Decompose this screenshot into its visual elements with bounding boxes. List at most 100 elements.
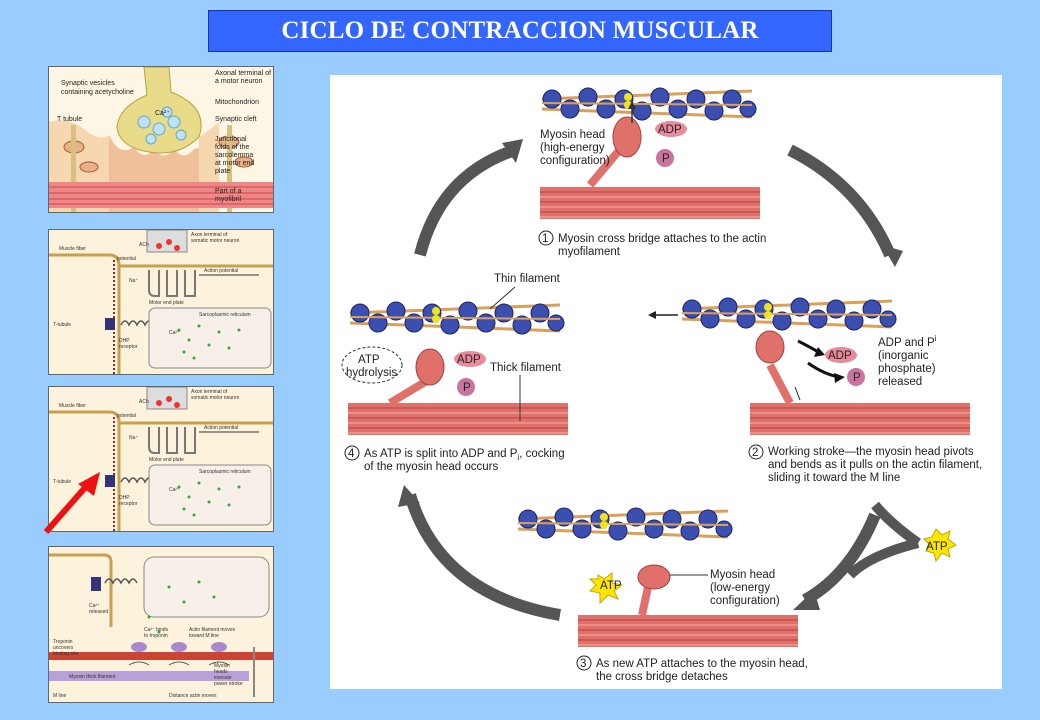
- label-myosin-heads-4: power stroke: [214, 681, 243, 687]
- label-distance: Distance actin moves: [169, 693, 217, 699]
- pi-label-step4: P: [463, 382, 471, 394]
- step3-text-1: As new ATP attaches to the myosin head,: [596, 658, 808, 670]
- label-junctional-2: folds of the: [215, 144, 249, 151]
- label-ca: Ca²⁺: [169, 487, 180, 493]
- page-title: CICLO DE CONTRACCION MUSCULAR: [281, 17, 759, 44]
- atp-label-step3: ATP: [600, 580, 622, 592]
- atp-hydrolysis-1: ATP: [358, 354, 380, 366]
- atp-hydrolysis-2: hydrolysis: [346, 367, 397, 379]
- label-m-line: M line: [53, 693, 67, 699]
- pi-label-step2: P: [853, 372, 861, 384]
- myosin-head-high-2: (high-energy: [540, 142, 605, 154]
- label-t-tubule: T tubule: [57, 116, 82, 123]
- adp-label-step4: ADP: [457, 354, 481, 366]
- adp-label-step2: ADP: [828, 350, 852, 362]
- label-troponin: Troponin: [53, 639, 73, 645]
- step2-text-3: sliding it toward the M line: [768, 472, 900, 484]
- step2-text-1: Working stroke—the myosin head pivots: [768, 446, 974, 458]
- label-axon-terminal-2: somatic motor neuron: [191, 395, 240, 401]
- label-t-tubule: T-tubule: [53, 322, 71, 328]
- label-synaptic-cleft: Synaptic cleft: [215, 116, 257, 123]
- label-action-potential: Action potential: [204, 425, 238, 431]
- step4-text-2: of the myosin head occurs: [364, 461, 498, 473]
- adp-pi-released-1: ADP and Pi: [878, 334, 937, 349]
- pi-label-step1: P: [662, 153, 670, 165]
- label-muscle-fiber: Muscle fiber: [59, 403, 86, 409]
- red-pointer-arrow-icon: [43, 472, 100, 534]
- step1-number: 1: [542, 233, 548, 245]
- label-action-potential: Action potential: [204, 268, 238, 274]
- label-synaptic-vesicles: Synaptic vesicles: [61, 80, 115, 87]
- label-t-tubule: T-tubule: [53, 479, 71, 485]
- adp-pi-released-4: released: [878, 376, 922, 388]
- label-na: Na⁺: [129, 435, 138, 441]
- label-na: Na⁺: [129, 278, 138, 284]
- label-troponin-3: binding site: [53, 651, 79, 657]
- label-myosin-heads: Myosin: [214, 663, 230, 669]
- label-ca: Ca²⁺: [169, 330, 180, 336]
- label-ca-released-2: released: [89, 609, 108, 615]
- label-junctional-5: plate: [215, 168, 230, 175]
- label-ca-binds-2: to troponin: [144, 633, 168, 639]
- step3-text-2: the cross bridge detaches: [596, 671, 728, 683]
- label-axonal-terminal-2: a motor neuron: [215, 78, 263, 85]
- adp-pi-released-2: (inorganic: [878, 350, 929, 362]
- thumbnail-excitation[interactable]: Muscle fiber Axon terminal of somatic mo…: [48, 229, 274, 375]
- step1-text-2: myofilament: [558, 246, 621, 258]
- step2-number: 2: [752, 447, 758, 459]
- label-ca: Ca²⁺: [155, 110, 170, 117]
- label-potential: potential: [117, 256, 136, 262]
- atp-label-incoming: ATP: [926, 541, 948, 553]
- myosin-head-high-1: Myosin head: [540, 129, 605, 141]
- adp-label-step1: ADP: [658, 124, 682, 136]
- cycle-arrows: [404, 144, 896, 621]
- label-troponin-2: uncovers: [53, 645, 74, 651]
- label-axon-terminal: Axon terminal of: [191, 389, 228, 395]
- step1-text-1: Myosin cross bridge attaches to the acti…: [558, 233, 766, 245]
- thumbnail-sliding-filament[interactable]: Ca²⁺ released Ca²⁺ binds to troponin Act…: [48, 546, 274, 703]
- label-mitochondrion: Mitochondrion: [215, 99, 259, 106]
- step4-text-1: As ATP is split into ADP and Pi, cocking: [364, 448, 565, 462]
- label-dhp-2: receptor: [119, 501, 138, 507]
- label-dhp-2: receptor: [119, 344, 138, 350]
- label-myofibril-2: myofibril: [215, 196, 242, 203]
- myosin-head-low-1: Myosin head: [710, 569, 775, 581]
- step3-number: 3: [580, 658, 586, 670]
- label-ach: ACh: [139, 399, 149, 405]
- thick-filament-label: Thick filament: [490, 362, 562, 374]
- label-myofibril-1: Part of a: [215, 188, 242, 195]
- thumbnail-excitation-dhp[interactable]: Muscle fiber Axon terminal of somatic mo…: [48, 386, 274, 532]
- label-axonal-terminal: Axonal terminal of: [215, 70, 271, 77]
- myosin-head-high-3: configuration): [540, 155, 610, 167]
- label-myosin-heads-2: heads: [214, 669, 228, 675]
- step4-number: 4: [348, 448, 355, 460]
- label-actin-moves-2: toward M line: [189, 633, 219, 639]
- title-banner: CICLO DE CONTRACCION MUSCULAR: [208, 10, 832, 52]
- label-sarcoplasmic-reticulum: Sarcoplasmic reticulum: [199, 312, 251, 318]
- label-axon-terminal: Axon terminal of: [191, 232, 228, 238]
- label-ca-binds: Ca²⁺ binds: [144, 627, 169, 633]
- label-axon-terminal-2: somatic motor neuron: [191, 238, 240, 244]
- label-motor-end-plate: Motor end plate: [149, 457, 184, 463]
- adp-pi-released-3: phosphate): [878, 363, 936, 375]
- label-dhp: DHP: [119, 495, 130, 501]
- label-synaptic-vesicles-2: containing acetycholine: [61, 89, 134, 96]
- myosin-head-low-3: configuration): [710, 595, 780, 607]
- myosin-head-low-2: (low-energy: [710, 582, 770, 594]
- label-myosin-heads-3: execute: [214, 675, 232, 681]
- label-muscle-fiber: Muscle fiber: [59, 246, 86, 252]
- label-dhp: DHP: [119, 338, 130, 344]
- label-junctional-4: at motor end: [215, 160, 254, 167]
- step2-text-2: and bends as it pulls on the actin filam…: [768, 459, 982, 471]
- label-junctional-1: Junctional: [215, 136, 247, 143]
- label-ca-released: Ca²⁺: [89, 603, 100, 609]
- label-motor-end-plate: Motor end plate: [149, 300, 184, 306]
- label-actin-moves: Actin filament moves: [189, 627, 236, 633]
- label-sarcoplasmic-reticulum: Sarcoplasmic reticulum: [199, 469, 251, 475]
- cross-bridge-cycle-diagram: ADP P Myosin head (high-energy configura…: [330, 75, 1002, 689]
- label-junctional-3: sarcolemma: [215, 152, 253, 159]
- label-potential: potential: [117, 413, 136, 419]
- thin-filament-label: Thin filament: [494, 273, 561, 285]
- label-myosin-thick: Myosin thick filament: [69, 674, 116, 680]
- thumbnail-neuromuscular-junction[interactable]: Synaptic vesicles containing acetycholin…: [48, 66, 274, 213]
